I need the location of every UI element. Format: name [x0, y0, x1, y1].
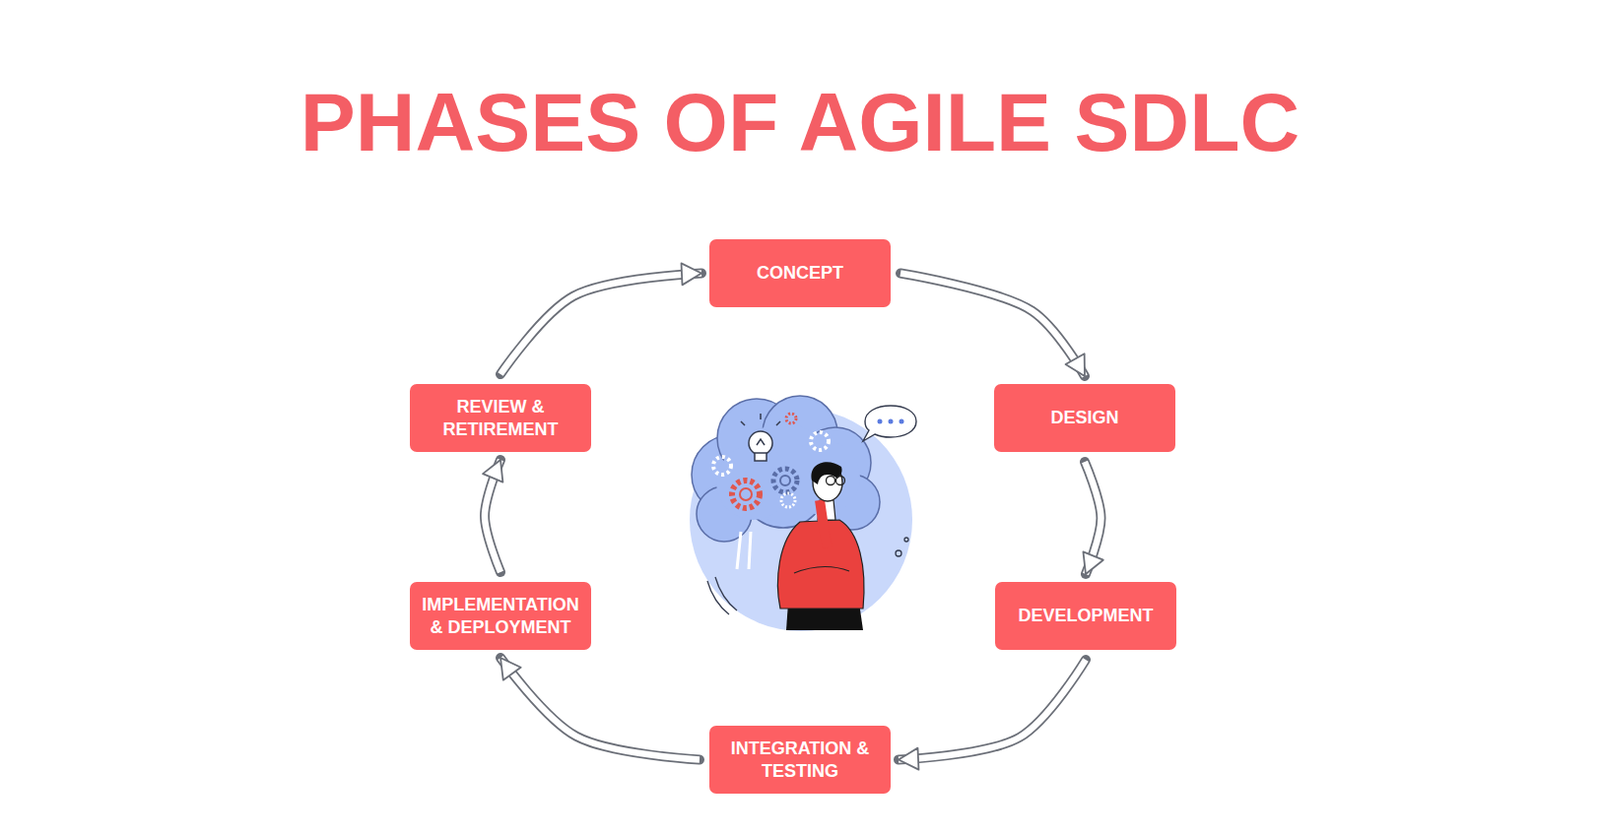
diagram-title: PHASES OF AGILE SDLC — [0, 80, 1600, 164]
phase-box: INTEGRATION & TESTING — [709, 726, 891, 795]
phase-label: IMPLEMENTATION & DEPLOYMENT — [419, 594, 582, 640]
cycle-arrow — [500, 658, 700, 761]
phase-box: DESIGN — [994, 384, 1176, 453]
phase-box: CONCEPT — [709, 239, 891, 308]
cycle-arrow — [898, 660, 1086, 761]
phase-box: REVIEW & RETIREMENT — [409, 384, 592, 453]
phase-box: IMPLEMENTATION & DEPLOYMENT — [409, 582, 592, 651]
arrow-outline — [1084, 462, 1102, 575]
phase-box: DEVELOPMENT — [995, 582, 1177, 651]
phase-label: DESIGN — [1050, 406, 1119, 430]
phase-label: CONCEPT — [756, 262, 844, 285]
cycle-arrow — [484, 460, 501, 573]
arrow-outline — [484, 460, 501, 573]
cycle-arrow — [900, 273, 1085, 378]
lightbulb — [740, 413, 781, 462]
arrow-body — [500, 658, 700, 761]
arrow-outline — [500, 273, 702, 376]
phase-label: REVIEW & RETIREMENT — [419, 396, 582, 442]
gears — [713, 413, 829, 509]
arrow-body — [898, 660, 1086, 761]
phase-label: DEVELOPMENT — [1017, 604, 1153, 628]
cloud-fill — [716, 423, 861, 523]
person — [777, 462, 865, 631]
arrow-outline — [500, 658, 700, 761]
cycle-arrow — [500, 273, 702, 376]
trunk-lines — [736, 532, 751, 570]
arrow-body — [500, 273, 702, 376]
cycle-arrow — [1084, 462, 1102, 575]
speech-bubble — [863, 405, 917, 442]
arrow-outline — [898, 660, 1086, 761]
phase-label: INTEGRATION & TESTING — [719, 737, 881, 784]
arrow-outline — [900, 273, 1085, 378]
arrow-body — [900, 273, 1085, 378]
sparkle-lines — [707, 537, 909, 615]
arrow-body — [484, 460, 501, 573]
arrow-body — [1084, 462, 1102, 575]
thought-cloud — [691, 396, 880, 542]
